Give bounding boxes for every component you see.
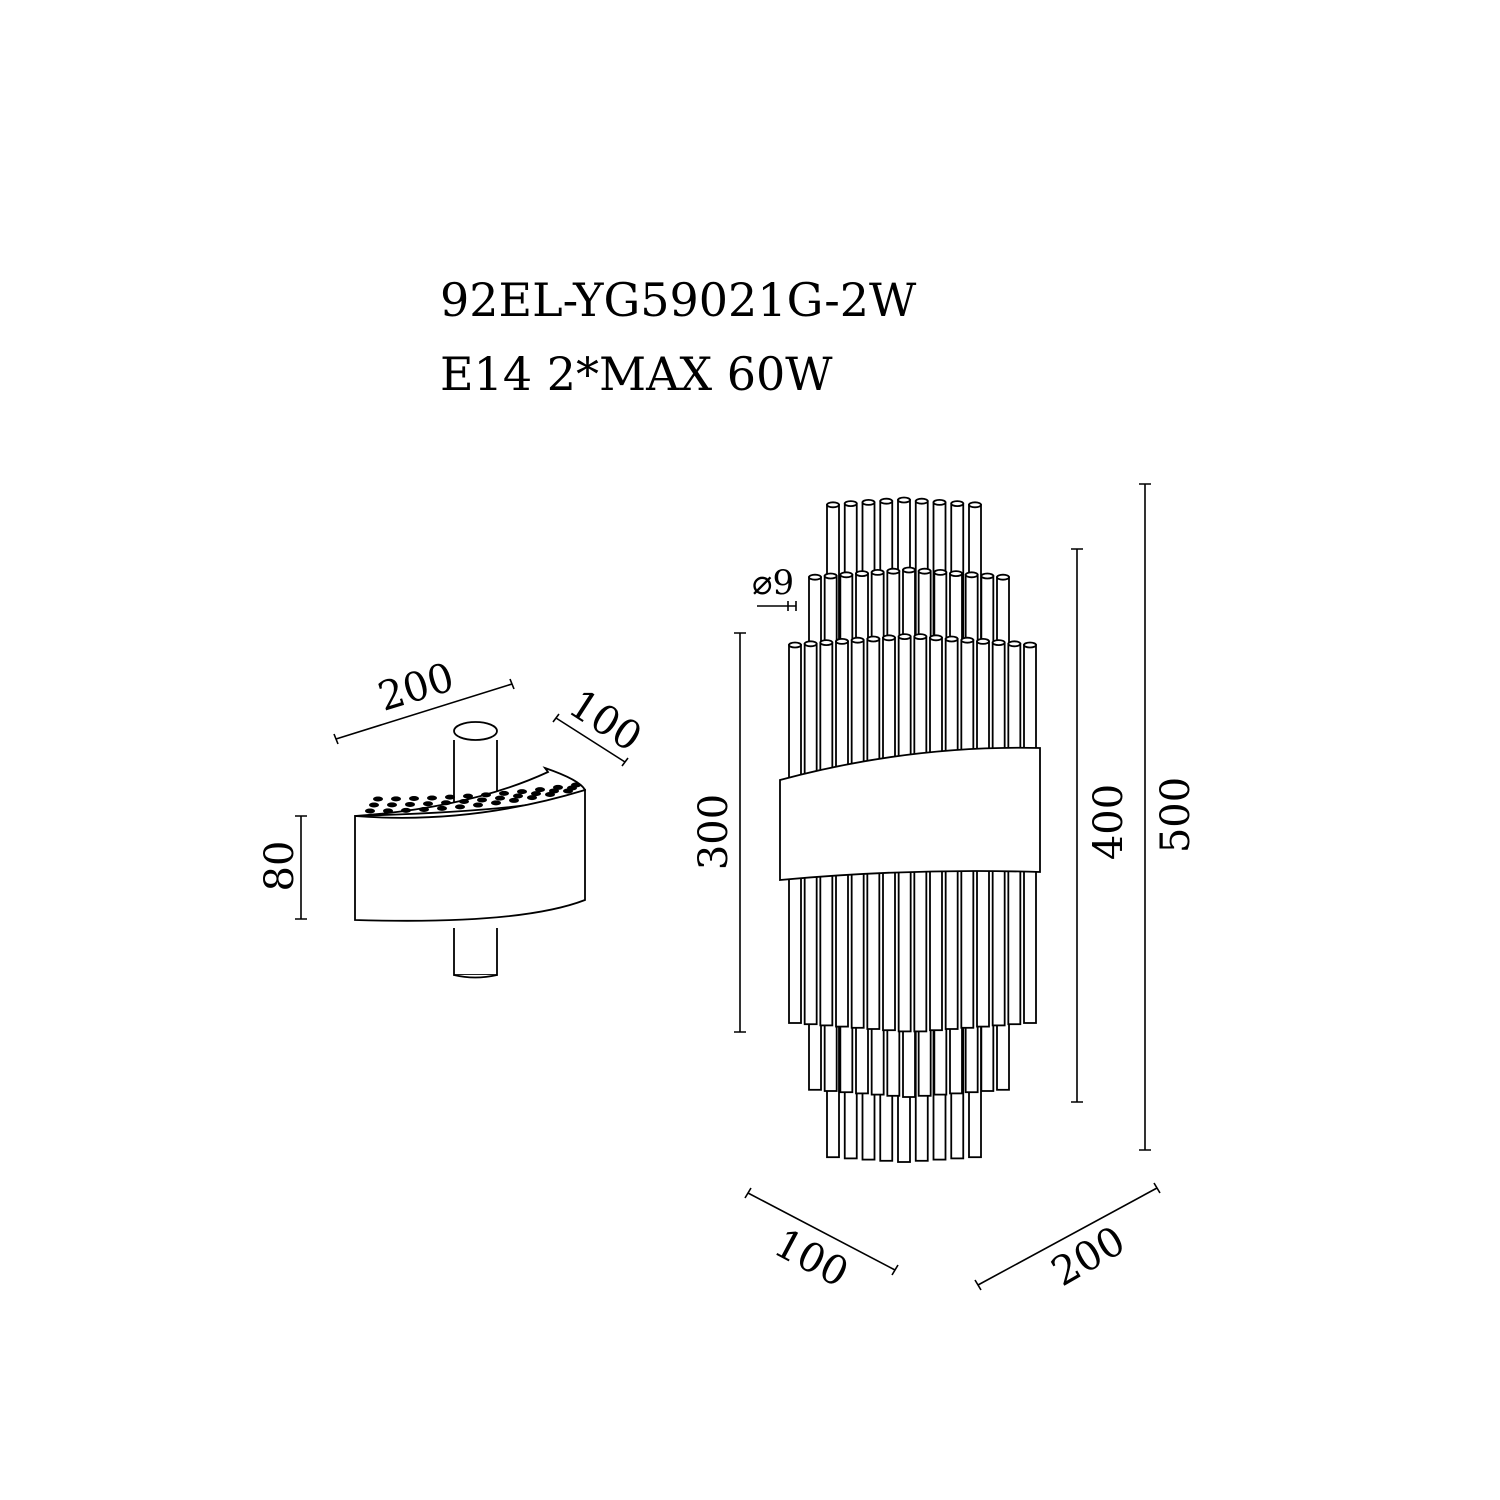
canopy-drawing: 200 100 80	[257, 654, 650, 979]
lamp-depth-dimension-line	[744, 1187, 899, 1276]
canopy-hole	[401, 807, 411, 813]
middle-height-dimension-line	[1071, 548, 1083, 1103]
rod-diameter-label: ⌀9	[752, 563, 794, 603]
canopy-width-dimension-line	[333, 678, 515, 745]
canopy-depth-dimension-line	[552, 713, 629, 767]
bulb-spec: E14 2*MAX 60W	[440, 347, 833, 401]
canopy-hole	[373, 796, 383, 802]
canopy-hole	[531, 791, 541, 797]
canopy-lower-post	[453, 928, 498, 976]
canopy-hole	[437, 805, 447, 811]
canopy-holes	[365, 782, 581, 814]
canopy-hole	[509, 797, 519, 803]
canopy-hole	[405, 801, 415, 807]
model-number: 92EL-YG59021G-2W	[440, 273, 917, 327]
canopy-hole	[409, 796, 419, 802]
canopy-hole	[463, 793, 473, 799]
canopy-hole	[391, 796, 401, 802]
canopy-post-cap	[453, 721, 498, 741]
canopy-hole	[423, 801, 433, 807]
lamp-depth-label: 100	[767, 1220, 856, 1296]
canopy-hole	[455, 804, 465, 810]
canopy-hole	[491, 800, 501, 806]
canopy-front-face	[354, 788, 586, 922]
canopy-hole	[445, 794, 455, 800]
canopy-hole	[553, 784, 563, 790]
total-height-label: 500	[1153, 777, 1199, 853]
canopy-hole	[571, 782, 581, 788]
canopy-hole	[387, 802, 397, 808]
total-height-dimension-line	[1139, 483, 1151, 1151]
canopy-hole	[369, 802, 379, 808]
band-height-label: 300	[691, 794, 737, 870]
canopy-hole	[365, 808, 375, 814]
canopy-hole	[441, 800, 451, 806]
lamp-width-dimension-line	[974, 1182, 1161, 1291]
canopy-hole	[481, 792, 491, 798]
canopy-hole	[527, 795, 537, 801]
canopy-hole	[513, 793, 523, 799]
canopy-height-dimension-line	[295, 815, 307, 920]
band-height-dimension-line	[734, 632, 746, 1033]
canopy-hole	[473, 802, 483, 808]
canopy-height-label: 80	[257, 841, 303, 892]
rod-diameter-dimension-line	[757, 601, 797, 611]
canopy-width-label: 200	[373, 654, 459, 720]
middle-height-label: 400	[1086, 784, 1132, 860]
lamp-metal-band	[779, 746, 1041, 881]
canopy-hole	[517, 789, 527, 795]
canopy-hole	[535, 787, 545, 793]
lamp-width-label: 200	[1044, 1218, 1133, 1296]
canopy-hole	[383, 808, 393, 814]
lamp-drawing: ⌀9 300 400 500 100 200	[691, 483, 1199, 1297]
canopy-hole	[459, 798, 469, 804]
canopy-hole	[419, 807, 429, 813]
canopy-hole	[427, 795, 437, 801]
canopy-hole	[499, 790, 509, 796]
canopy-hole	[495, 795, 505, 801]
canopy-hole	[477, 797, 487, 803]
